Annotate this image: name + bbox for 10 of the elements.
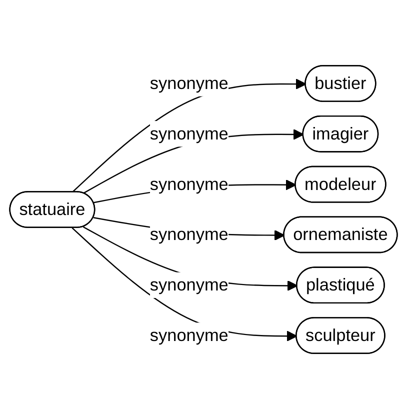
term-node: sculpteur [296, 317, 386, 354]
term-node: statuaire [9, 191, 96, 228]
term-node: imagier [302, 115, 379, 152]
arrow [72, 78, 306, 193]
term-node: ornemaniste [283, 216, 398, 254]
term-node: bustier [304, 65, 376, 102]
term-node: modeleur [294, 166, 386, 203]
edge-label: synonyme [150, 272, 228, 298]
term-node: plastiqué [296, 266, 385, 304]
edge-label: synonyme [150, 120, 228, 147]
